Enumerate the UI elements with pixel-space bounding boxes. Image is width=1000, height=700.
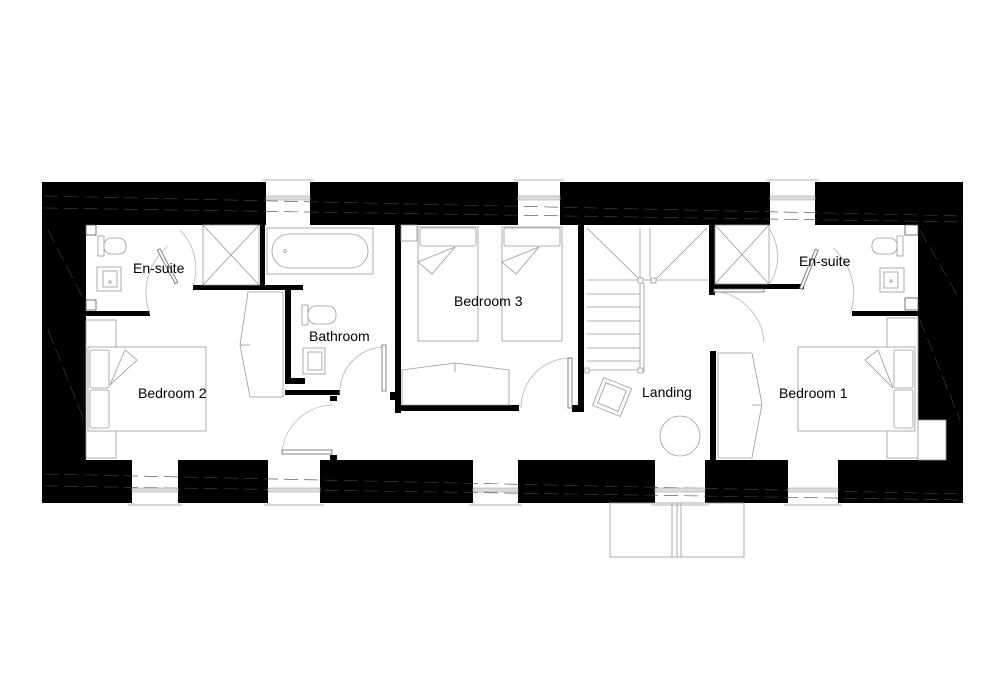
internal-walls <box>86 225 918 460</box>
internal-wall <box>330 396 337 401</box>
internal-wall <box>285 378 305 384</box>
room-label-bedroom-1: Bedroom 1 <box>779 385 848 401</box>
internal-wall <box>395 405 519 411</box>
internal-wall <box>572 405 584 412</box>
bottom-wall-segment <box>705 460 788 503</box>
door <box>281 449 333 455</box>
staircase-icon <box>584 227 709 374</box>
wardrobe-icon <box>717 352 763 459</box>
room-label-ensuite-left: En-suite <box>133 260 185 276</box>
double-bed-icon <box>797 346 916 432</box>
room-label-bedroom-2: Bedroom 2 <box>138 385 207 401</box>
entrance-step <box>609 502 745 558</box>
internal-wall <box>330 455 337 460</box>
basin-icon <box>96 266 122 292</box>
single-bed-icon <box>417 226 479 342</box>
external-walls <box>42 182 965 503</box>
wardrobe-icon <box>239 291 284 398</box>
basin-icon <box>879 267 905 293</box>
door <box>381 344 387 392</box>
bottom-wall-segment <box>838 460 963 503</box>
internal-wall <box>285 290 291 384</box>
internal-wall <box>395 225 401 413</box>
windows <box>128 179 842 506</box>
door <box>567 357 573 409</box>
right-wall <box>918 182 963 420</box>
bottom-wall-segment <box>42 460 132 503</box>
landing: Landing <box>584 227 765 457</box>
door-swing <box>832 247 855 315</box>
window <box>787 487 839 493</box>
bedroom-2: Bedroom 2 <box>85 291 334 459</box>
door <box>156 248 179 285</box>
double-bed-icon <box>87 346 207 432</box>
window <box>267 487 321 493</box>
internal-wall <box>193 285 303 290</box>
bedroom-1: Bedroom 1 <box>717 317 947 461</box>
window <box>265 195 311 201</box>
wardrobe-icon <box>401 362 510 406</box>
toilet-icon <box>871 235 904 257</box>
toilet-icon <box>301 304 337 326</box>
left-wall <box>42 182 86 502</box>
door-swing <box>712 290 765 343</box>
window <box>654 487 706 493</box>
armchair-icon <box>591 376 633 418</box>
internal-wall <box>260 225 265 287</box>
bedroom-3: Bedroom 3 <box>400 224 573 409</box>
internal-wall <box>709 225 715 295</box>
bottom-wall-segment <box>178 460 268 503</box>
door-swing <box>520 357 569 409</box>
window <box>769 195 816 201</box>
door-swing <box>281 404 334 453</box>
internal-wall <box>852 311 918 316</box>
shower-icon <box>202 224 260 286</box>
window <box>517 195 561 201</box>
room-label-bedroom-3: Bedroom 3 <box>454 293 523 309</box>
door <box>799 248 819 290</box>
window <box>131 487 179 493</box>
internal-wall <box>709 284 804 289</box>
bathroom: Bathroom <box>301 304 387 396</box>
window <box>472 487 519 493</box>
room-label-landing: Landing <box>642 384 692 400</box>
round-table-icon <box>659 415 701 457</box>
ensuite-left: En-suite <box>85 224 260 315</box>
door <box>713 288 765 293</box>
internal-wall <box>578 225 584 412</box>
basin-icon <box>302 347 326 375</box>
internal-wall <box>86 311 150 316</box>
ensuite-right: En-suite <box>714 224 919 315</box>
single-bed-icon <box>501 226 563 342</box>
shower-icon <box>714 224 770 285</box>
door-swing <box>145 245 169 315</box>
bottom-wall-segment <box>518 460 655 503</box>
internal-wall <box>710 351 716 460</box>
bathtub-icon <box>266 227 374 275</box>
top-wall-segment <box>310 182 518 225</box>
top-wall-segment <box>560 182 770 225</box>
toilet-icon <box>97 235 127 257</box>
internal-wall <box>390 392 400 400</box>
room-label-bathroom: Bathroom <box>309 328 370 344</box>
room-label-ensuite-right: En-suite <box>799 253 851 269</box>
internal-wall <box>285 390 340 395</box>
door-swing <box>339 346 384 396</box>
wall-hatching <box>43 195 965 501</box>
